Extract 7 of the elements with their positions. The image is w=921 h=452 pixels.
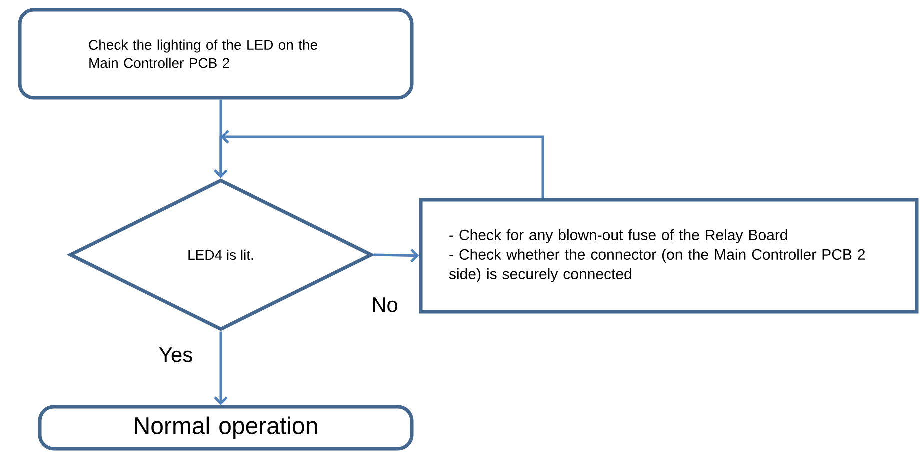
edge-label: Yes (158, 346, 194, 364)
arrow (214, 332, 228, 406)
process-box: Check the lighting of the LED on the Main Controller PCB 2 (18, 8, 414, 100)
arrow (374, 248, 420, 263)
terminal-box: Normal operation (38, 405, 414, 451)
action-box: - Check for any blown-out fuse of the Relay Board - Check whether the connector (on the Main Controller PCB 2 side) is securely connected (419, 198, 919, 314)
arrow (214, 130, 544, 198)
